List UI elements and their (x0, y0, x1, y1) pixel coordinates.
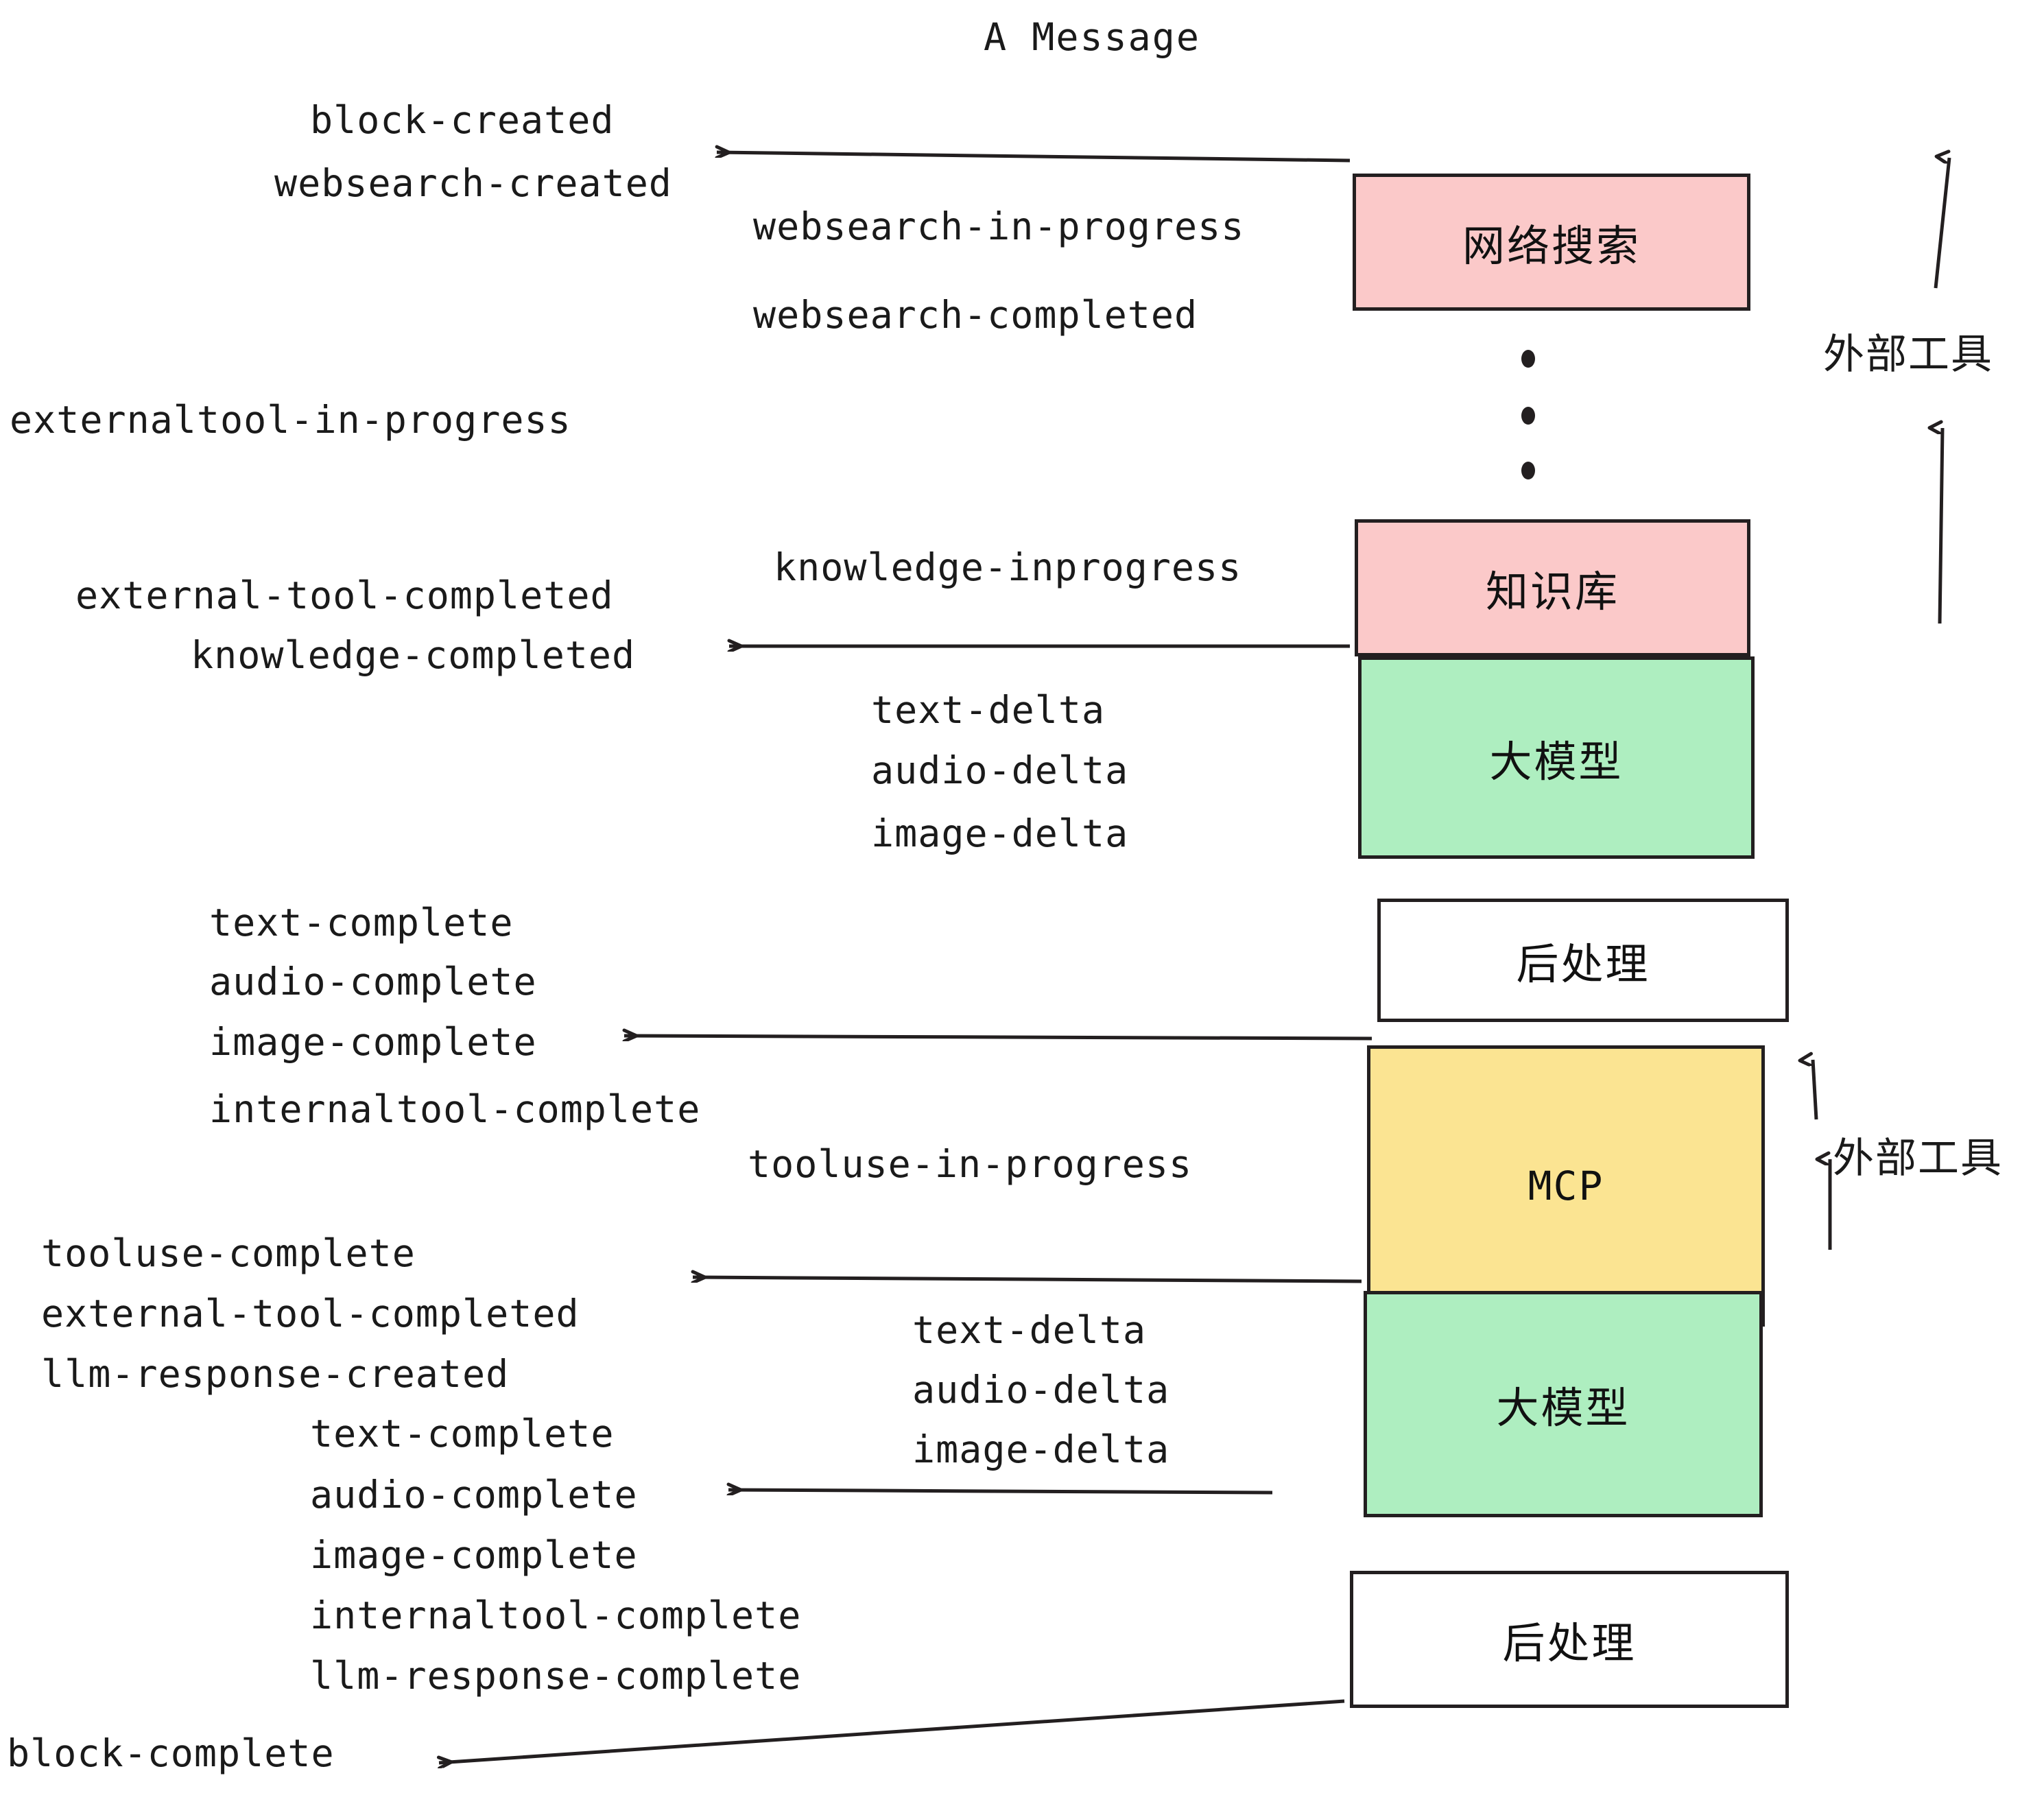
event-label-llm-response-complete: llm-response-complete (310, 1654, 802, 1698)
event-label-image-delta-2: image-delta (912, 1427, 1170, 1471)
event-label-image-complete-1: image-complete (209, 1020, 537, 1064)
box-websearch[interactable]: 网络搜索 (1353, 174, 1750, 311)
external-tool-range-arrow-2 (1813, 1060, 1832, 1250)
arrow-websearch-to-block-created (717, 152, 1351, 163)
arrow-llm-to-audio-complete (728, 1490, 1273, 1493)
event-label-block-created: block-created (310, 98, 615, 142)
box-llm-2[interactable]: 大模型 (1364, 1291, 1763, 1517)
box-llm-2-label: 大模型 (1496, 1383, 1630, 1433)
event-label-external-tool-completed-2: external-tool-completed (41, 1292, 580, 1336)
event-label-audio-delta-1: audio-delta (871, 748, 1129, 792)
box-mcp[interactable]: MCP (1367, 1045, 1765, 1327)
event-label-websearch-in-progress: websearch-in-progress (753, 204, 1245, 248)
event-label-external-tool-completed-1: external-tool-completed (75, 573, 614, 617)
box-websearch-label: 网络搜索 (1462, 221, 1641, 271)
event-label-tooluse-in-progress: tooluse-in-progress (748, 1142, 1193, 1186)
external-tool-range-arrow-1 (1936, 158, 1951, 624)
event-label-text-complete-1: text-complete (209, 901, 514, 945)
side-label-external-tool-1: 外部工具 (1823, 331, 1993, 379)
box-postprocess-2-label: 后处理 (1502, 1618, 1637, 1668)
event-label-text-delta-1: text-delta (871, 688, 1106, 732)
ellipsis-dot-2 (1521, 407, 1535, 425)
box-knowledge-label: 知识库 (1485, 567, 1619, 617)
event-label-audio-delta-2: audio-delta (912, 1368, 1170, 1412)
page-title: A Message (984, 15, 1201, 59)
box-mcp-label: MCP (1528, 1163, 1604, 1209)
event-label-block-complete: block-complete (7, 1731, 335, 1775)
event-label-knowledge-completed: knowledge-completed (191, 633, 636, 677)
event-label-image-complete-2: image-complete (310, 1533, 638, 1577)
ellipsis-dot-3 (1521, 462, 1535, 479)
event-label-knowledge-inprogress: knowledge-inprogress (774, 545, 1242, 589)
event-label-internaltool-complete-1: internaltool-complete (209, 1087, 701, 1131)
event-label-text-complete-2: text-complete (310, 1412, 615, 1456)
box-knowledge[interactable]: 知识库 (1355, 519, 1750, 656)
event-label-tooluse-complete: tooluse-complete (41, 1231, 416, 1275)
box-postprocess-2[interactable]: 后处理 (1350, 1571, 1789, 1708)
event-label-internaltool-complete-2: internaltool-complete (310, 1593, 802, 1637)
box-llm-1-label: 大模型 (1489, 736, 1624, 787)
event-label-externaltool-in-progress: externaltool-in-progress (10, 398, 571, 442)
box-postprocess-1[interactable]: 后处理 (1377, 899, 1789, 1022)
event-label-websearch-completed: websearch-completed (753, 293, 1198, 337)
arrow-postprocess-to-block-complete (439, 1699, 1345, 1763)
side-label-external-tool-2: 外部工具 (1833, 1135, 2003, 1183)
event-label-audio-complete-1: audio-complete (209, 960, 537, 1004)
event-label-llm-response-created: llm-response-created (41, 1352, 510, 1396)
event-label-audio-complete-2: audio-complete (310, 1473, 638, 1517)
event-label-text-delta-2: text-delta (912, 1308, 1147, 1352)
ellipsis-dot-1 (1521, 350, 1535, 368)
event-label-websearch-created: websearch-created (274, 161, 672, 205)
arrow-postprocess-to-image-complete (624, 1036, 1372, 1039)
box-postprocess-1-label: 后处理 (1516, 939, 1650, 989)
arrow-mcp-to-tooluse-complete (693, 1277, 1362, 1283)
event-label-image-delta-1: image-delta (871, 811, 1129, 855)
box-llm-1[interactable]: 大模型 (1358, 656, 1755, 859)
